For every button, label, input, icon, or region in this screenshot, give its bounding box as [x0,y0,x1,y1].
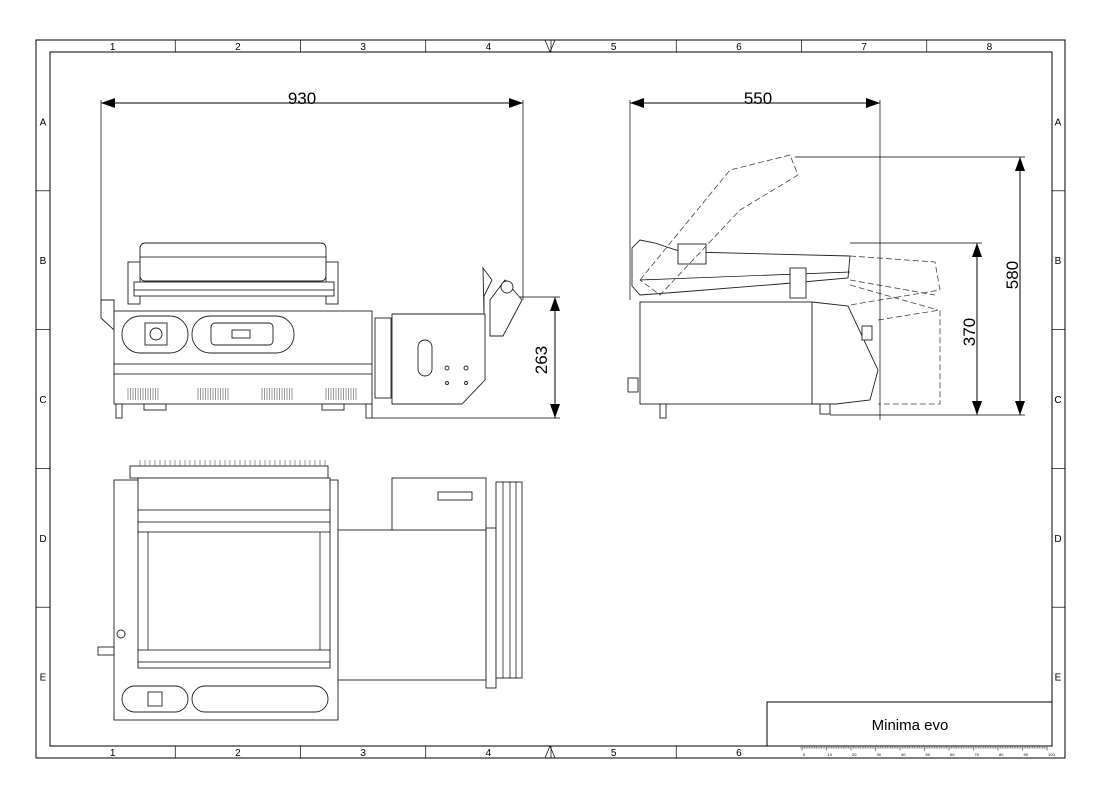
dimension-550 [629,98,881,420]
scale-label: 10 [828,752,833,757]
scale-label: 80 [999,752,1004,757]
column-label: 1 [110,42,116,53]
drawing-title: Minima evo [872,717,949,734]
scale-label: 20 [852,752,857,757]
scale-label: 30 [877,752,882,757]
dimension-263 [372,296,560,419]
scale-label: 90 [1024,752,1029,757]
dimension-550-label: 550 [744,89,772,108]
column-label-bottom: 4 [486,748,492,759]
column-label: 7 [861,42,867,53]
dimension-370-label: 370 [960,318,979,346]
dimension-370 [850,242,982,415]
top-view [97,460,523,721]
display-icon [231,329,251,339]
dimension-580 [795,156,1025,416]
column-label-bottom: 1 [110,748,116,759]
dimension-263-label: 263 [532,346,551,374]
scale-ruler: 0 10 20 30 40 50 60 70 80 90 100 [800,746,1055,757]
dimension-930 [100,98,524,300]
column-label: 4 [486,42,492,53]
dimension-580-label: 580 [1003,261,1022,289]
scale-label: 40 [901,752,906,757]
row-label-right: B [1055,256,1062,267]
column-label: 8 [987,42,993,53]
vent-grilles [127,388,357,400]
row-label: A [40,117,47,128]
row-label: B [40,256,47,267]
column-label-bottom: 2 [235,748,241,759]
scale-label: 0 [803,752,806,757]
scale-label: 70 [975,752,980,757]
column-label: 6 [736,42,742,53]
column-label: 3 [360,42,366,53]
column-label: 5 [611,42,617,53]
row-label-right: A [1055,117,1062,128]
scale-label: 50 [926,752,931,757]
column-label-bottom: 6 [736,748,742,759]
row-label-right: C [1054,395,1061,406]
row-label: D [39,534,46,545]
row-label: E [40,673,47,684]
dimension-930-label: 930 [288,89,316,108]
side-view [627,154,941,419]
row-label: C [39,395,46,406]
row-label-right: E [1055,673,1062,684]
scale-label: 100 [1048,752,1055,757]
column-label-bottom: 5 [611,748,617,759]
column-label-bottom: 3 [360,748,366,759]
drawing-frame [35,39,1066,759]
row-label-right: D [1054,534,1061,545]
column-label: 2 [235,42,241,53]
front-view [100,242,523,419]
scale-label: 60 [950,752,955,757]
